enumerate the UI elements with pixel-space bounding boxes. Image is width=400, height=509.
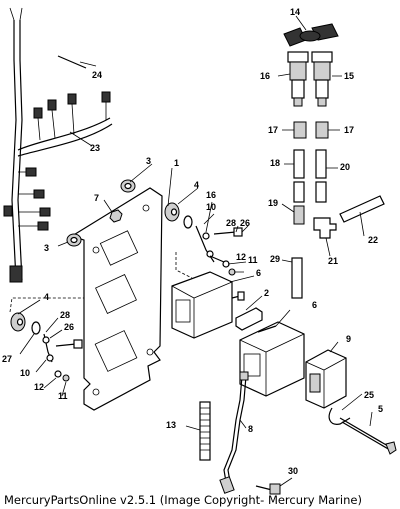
callout-27: 27 [2, 354, 12, 364]
callout-11b: 11 [58, 391, 68, 401]
callout-9: 9 [346, 334, 351, 344]
callout-5: 5 [378, 404, 383, 414]
callout-26a: 26 [240, 218, 250, 228]
callout-28a: 28 [226, 218, 236, 228]
callout-2: 2 [264, 288, 269, 298]
callout-16a: 16 [260, 71, 270, 81]
callout-13: 13 [166, 420, 176, 430]
clamp [328, 407, 351, 425]
callout-14: 14 [290, 7, 300, 17]
mounting-plate [70, 187, 163, 411]
terminal [255, 483, 281, 495]
callout-labels: 1 2 3 3 4 4 5 6 6 7 8 9 10 10 11 11 12 1… [2, 7, 383, 476]
callout-6a: 6 [256, 268, 261, 278]
callout-28b: 28 [60, 310, 70, 320]
callout-30: 30 [288, 466, 298, 476]
callout-12a: 12 [236, 252, 246, 262]
cap-14 [283, 23, 339, 47]
callout-26b: 26 [64, 322, 74, 332]
washer-lower [31, 321, 41, 335]
callout-3a: 3 [146, 156, 151, 166]
callout-8: 8 [248, 424, 253, 434]
leader-lower [9, 297, 84, 313]
callout-leaders [17, 15, 373, 487]
ground-hardware-upper [195, 225, 243, 276]
callout-4a: 4 [194, 180, 199, 190]
callout-17a: 17 [268, 125, 278, 135]
callout-12b: 12 [34, 382, 44, 392]
callout-18: 18 [270, 158, 280, 168]
callout-19: 19 [268, 198, 278, 208]
callout-16b: 16 [206, 190, 216, 200]
callout-4b: 4 [44, 292, 49, 302]
callout-10a: 10 [206, 202, 216, 212]
callout-11a: 11 [248, 255, 258, 265]
callout-17b: 17 [344, 125, 354, 135]
callout-6b: 6 [312, 300, 317, 310]
isolator-lower [10, 312, 26, 332]
callout-25: 25 [364, 390, 374, 400]
control-module [305, 349, 347, 409]
bolt [339, 417, 397, 455]
callout-29: 29 [270, 254, 280, 264]
callout-23: 23 [90, 143, 100, 153]
isolator-upper [164, 202, 180, 222]
hose-29 [291, 257, 303, 299]
callout-10b: 10 [20, 368, 30, 378]
grommet-lower [66, 233, 82, 247]
callout-20: 20 [340, 162, 350, 172]
hose-22 [339, 195, 385, 223]
spark-plug-lead [219, 371, 249, 494]
hoses-18-20 [293, 149, 327, 203]
callout-24: 24 [92, 70, 102, 80]
valve-15 [311, 51, 333, 107]
copyright-caption: MercuryPartsOnline v2.5.1 (Image Copyrig… [4, 493, 362, 507]
callout-22: 22 [368, 235, 378, 245]
leader-upper [175, 252, 193, 279]
bracket [235, 307, 263, 331]
ground-hardware-lower [42, 333, 83, 382]
valve-16 [287, 51, 309, 107]
tee-21 [313, 217, 337, 239]
wire-harness [3, 7, 113, 283]
washer-upper [183, 215, 193, 229]
fitting-19 [293, 205, 305, 225]
callout-3b: 3 [44, 243, 49, 253]
grommet-upper [120, 179, 136, 193]
fittings-17 [293, 121, 329, 139]
cable-tie [57, 55, 87, 69]
callout-1: 1 [174, 158, 179, 168]
callout-21: 21 [328, 256, 338, 266]
ignition-coil-upper [171, 271, 245, 339]
sleeve [199, 401, 211, 461]
callout-7: 7 [94, 193, 99, 203]
ignition-coil-lower [239, 321, 305, 397]
nut [109, 209, 123, 223]
callout-15: 15 [344, 71, 354, 81]
